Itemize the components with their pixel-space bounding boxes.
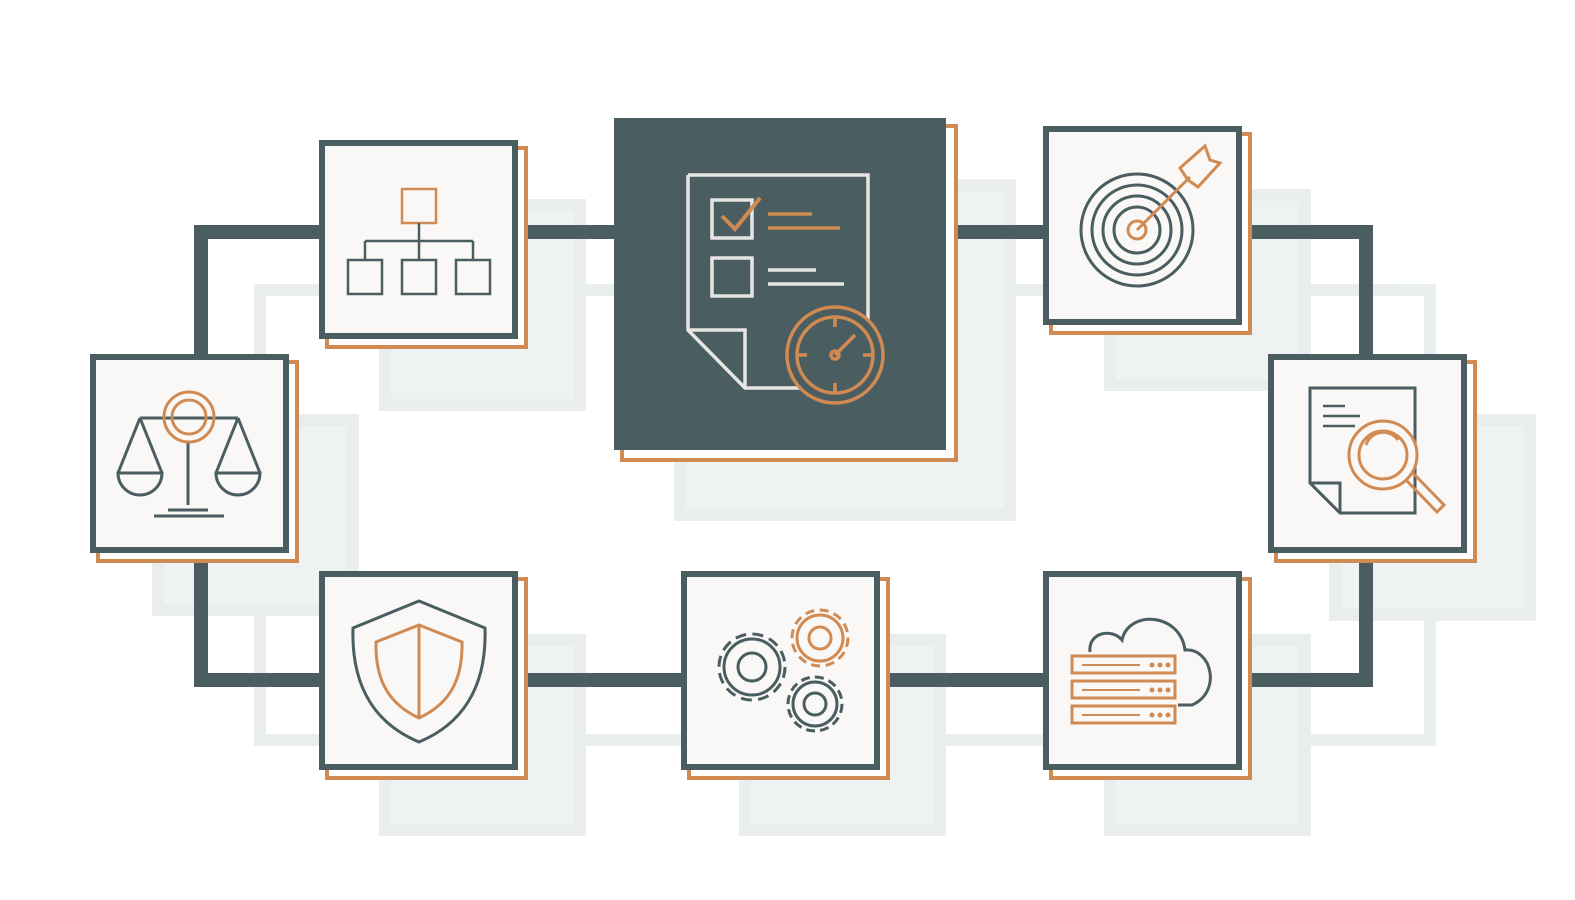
shield-icon <box>351 599 487 744</box>
document-magnifier-icon <box>1308 386 1447 515</box>
checklist-clock-icon <box>686 173 885 405</box>
connector-shield-scales <box>194 550 322 687</box>
org-chart-icon <box>346 187 492 296</box>
balance-scales-icon <box>116 390 262 518</box>
node-checklist <box>614 118 958 462</box>
connector-lines <box>194 225 1373 687</box>
small-gear-bottom <box>786 675 844 733</box>
node-scales <box>90 354 299 563</box>
connector-docsearch-cloud <box>1240 550 1373 687</box>
node-gears <box>681 571 890 780</box>
node-org-chart <box>319 140 528 349</box>
node-cloud-server <box>1043 571 1252 780</box>
gears-icon <box>717 608 850 733</box>
node-target <box>1043 126 1252 335</box>
small-gear-top <box>790 608 850 668</box>
node-shield <box>319 571 528 780</box>
node-document-search <box>1268 354 1477 563</box>
connector-scales-orgchart <box>194 225 322 358</box>
large-gear <box>717 632 787 702</box>
target-arrow-icon <box>1079 143 1223 288</box>
connector-target-docsearch <box>1240 225 1373 358</box>
cloud-server-icon <box>1070 617 1212 725</box>
